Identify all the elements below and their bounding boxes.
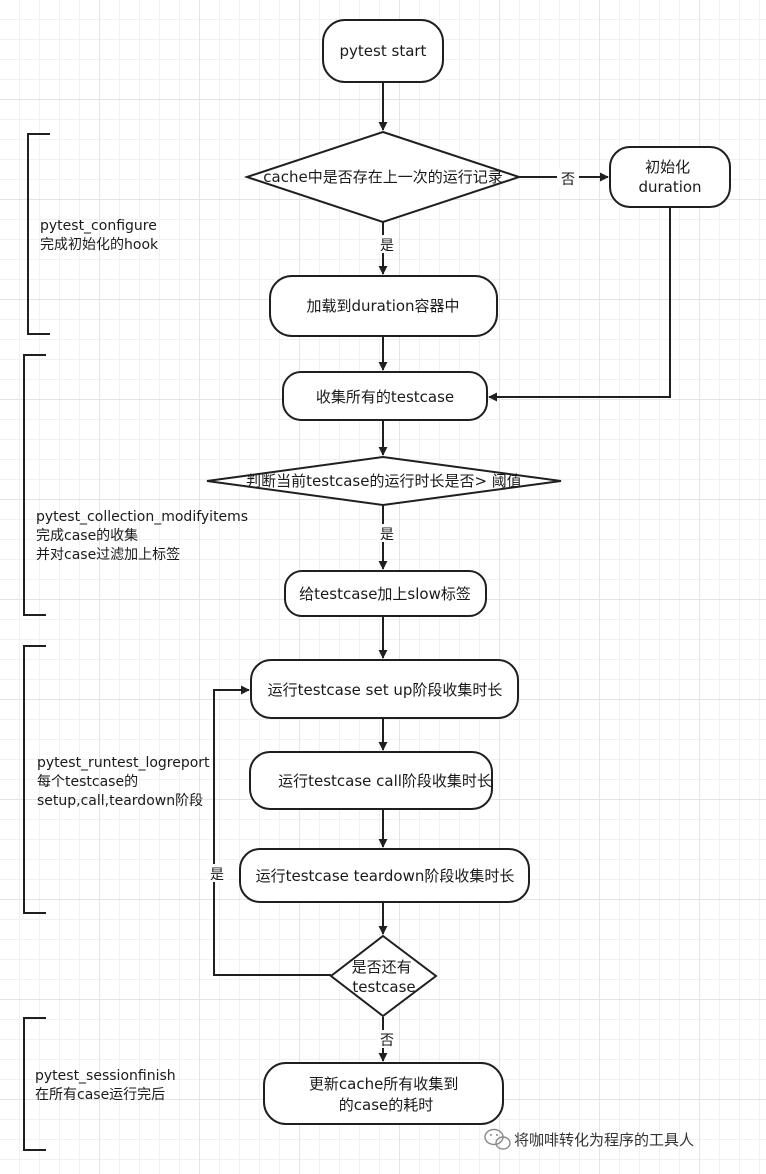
phase-line: pytest_collection_modifyitems (36, 509, 248, 525)
phase-line: 并对case过滤加上标签 (36, 546, 180, 563)
phase-line: 完成case的收集 (36, 527, 138, 544)
edge-init-to-collect (488, 207, 671, 402)
phase-bracket-runtest (23, 645, 46, 914)
node-update-cache-label: 更新cache所有收集到 的case的耗时 (309, 1075, 463, 1114)
node-update-cache: 更新cache所有收集到 的case的耗时 (263, 1062, 504, 1125)
node-cache-check: cache中是否存在上一次的运行记录 (243, 130, 523, 224)
node-more-testcase: 是否还有 testcase (329, 934, 438, 1018)
node-teardown: 运行testcase teardown阶段收集时长 (239, 848, 530, 903)
node-init-label: 初始化 duration (638, 158, 701, 196)
node-more-line: testcase (352, 978, 415, 996)
node-call-label: 运行testcase call阶段收集时长 (278, 772, 492, 790)
edge-label-bg (377, 1030, 397, 1048)
phase-label-configure: pytest_configure 完成初始化的hook (40, 218, 161, 253)
edge-label-threshold-yes: 是 (380, 527, 394, 543)
phase-line: pytest_sessionfinish (35, 1068, 176, 1084)
node-start: pytest start (322, 19, 444, 83)
edge-more-yes-loop (213, 685, 331, 976)
node-setup-label: 运行testcase set up阶段收集时长 (268, 681, 503, 699)
node-init-line: duration (638, 178, 701, 196)
node-threshold-check-label: 判断当前testcase的运行时长是否> 阈值 (246, 472, 522, 490)
node-update-line: 的case的耗时 (339, 1096, 433, 1114)
wechat-icon (484, 1128, 511, 1150)
node-collect: 收集所有的testcase (282, 371, 488, 421)
phase-line: 完成初始化的hook (40, 236, 159, 253)
node-add-slow: 给testcase加上slow标签 (284, 570, 487, 617)
watermark-text: 将咖啡转化为程序的工具人 (514, 1131, 694, 1149)
node-collect-label: 收集所有的testcase (316, 388, 454, 406)
edge-label-bg (207, 864, 227, 882)
phase-line: 每个testcase的 (37, 774, 138, 790)
phase-line: 在所有case运行完后 (35, 1087, 165, 1103)
node-add-slow-label: 给testcase加上slow标签 (299, 585, 471, 603)
node-teardown-label: 运行testcase teardown阶段收集时长 (256, 867, 515, 885)
edge-label-loop-yes: 是 (210, 867, 224, 883)
phase-line: pytest_runtest_logreport (37, 755, 210, 771)
node-init: 初始化 duration (609, 146, 731, 208)
node-update-line: 更新cache所有收集到 (309, 1075, 458, 1093)
node-init-line: 初始化 (645, 158, 690, 176)
node-call: 运行testcase call阶段收集时长 (249, 751, 493, 810)
node-setup: 运行testcase set up阶段收集时长 (250, 659, 519, 719)
node-more-testcase-label: 是否还有 testcase (352, 958, 417, 996)
edge-label-cache-no: 否 (561, 172, 575, 188)
watermark: 将咖啡转化为程序的工具人 (484, 1128, 694, 1150)
node-more-line: 是否还有 (352, 958, 412, 976)
edge-label-bg (377, 235, 397, 253)
edge-label-more-no: 否 (380, 1033, 394, 1049)
node-start-label: pytest start (340, 42, 427, 60)
phase-line: setup,call,teardown阶段 (37, 793, 203, 809)
phase-bracket-sessionfinish (23, 1017, 46, 1151)
node-load: 加载到duration容器中 (269, 275, 498, 337)
edge-label-bg (557, 169, 579, 187)
phase-label-sessionfinish: pytest_sessionfinish 在所有case运行完后 (35, 1068, 180, 1103)
phase-label-runtest: pytest_runtest_logreport 每个testcase的 set… (37, 755, 214, 809)
phase-line: pytest_configure (40, 218, 157, 234)
phase-bracket-configure (27, 133, 50, 335)
node-threshold-check: 判断当前testcase的运行时长是否> 阈值 (206, 455, 562, 507)
node-load-label: 加载到duration容器中 (306, 297, 459, 315)
edge-label-cache-yes: 是 (380, 238, 394, 254)
phase-bracket-collection (23, 354, 46, 616)
phase-label-collection: pytest_collection_modifyitems 完成case的收集 … (36, 509, 253, 563)
node-cache-check-label: cache中是否存在上一次的运行记录 (263, 168, 502, 186)
edge-label-bg (377, 524, 397, 542)
